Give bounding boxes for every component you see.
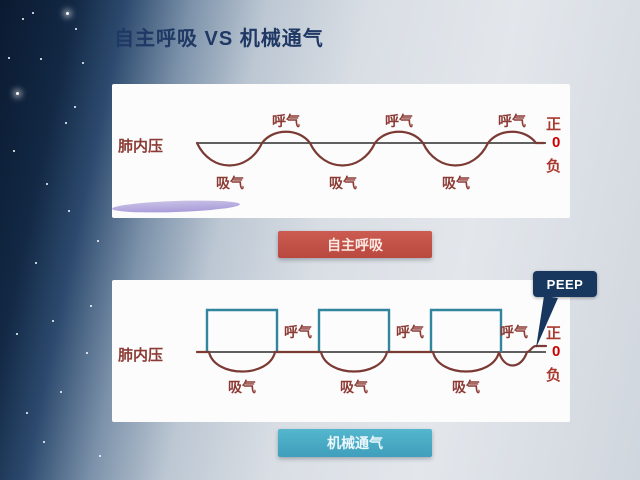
inhale-label: 吸气 xyxy=(452,379,480,395)
star-icon xyxy=(66,12,69,15)
axis-positive-label: 正 xyxy=(546,325,562,342)
pressure-curve xyxy=(195,344,548,373)
pressure-label: 肺内压 xyxy=(118,138,164,155)
axis-positive-label: 正 xyxy=(546,116,562,133)
axis-negative-label: 负 xyxy=(546,367,562,384)
pressure-label: 肺内压 xyxy=(118,347,164,364)
inhale-label: 吸气 xyxy=(329,175,357,191)
inhale-label: 吸气 xyxy=(228,379,256,395)
mechanical-ventilation-button: 机械通气 xyxy=(278,429,432,457)
spontaneous-panel: 肺内压 呼气 呼气 呼气 吸气 吸气 吸气 正 0 负 xyxy=(111,84,570,218)
exhale-label: 呼气 xyxy=(385,113,413,129)
pressure-curve xyxy=(195,130,546,167)
spontaneous-breathing-button: 自主呼吸 xyxy=(278,231,432,258)
star-icon xyxy=(16,92,19,95)
mechanical-panel: 肺内压 呼气 呼气 呼气 吸气 吸气 吸气 正 0 负 xyxy=(112,280,570,422)
mechanical-waveform-svg xyxy=(195,308,548,373)
exhale-label: 呼气 xyxy=(500,324,528,340)
slide-title: 自主呼吸 VS 机械通气 xyxy=(114,28,324,50)
axis-zero-label: 0 xyxy=(552,134,561,151)
peep-callout: PEEP xyxy=(533,271,597,297)
exhale-label: 呼气 xyxy=(272,113,300,129)
ventilator-square-wave xyxy=(205,308,503,352)
inhale-label: 吸气 xyxy=(216,175,244,191)
inhale-label: 吸气 xyxy=(442,175,470,191)
spontaneous-waveform-svg xyxy=(195,130,546,167)
exhale-label: 呼气 xyxy=(284,324,312,340)
axis-negative-label: 负 xyxy=(546,158,562,175)
axis-zero-label: 0 xyxy=(552,343,561,360)
exhale-label: 呼气 xyxy=(396,324,424,340)
exhale-label: 呼气 xyxy=(498,113,526,129)
inhale-label: 吸气 xyxy=(340,379,368,395)
